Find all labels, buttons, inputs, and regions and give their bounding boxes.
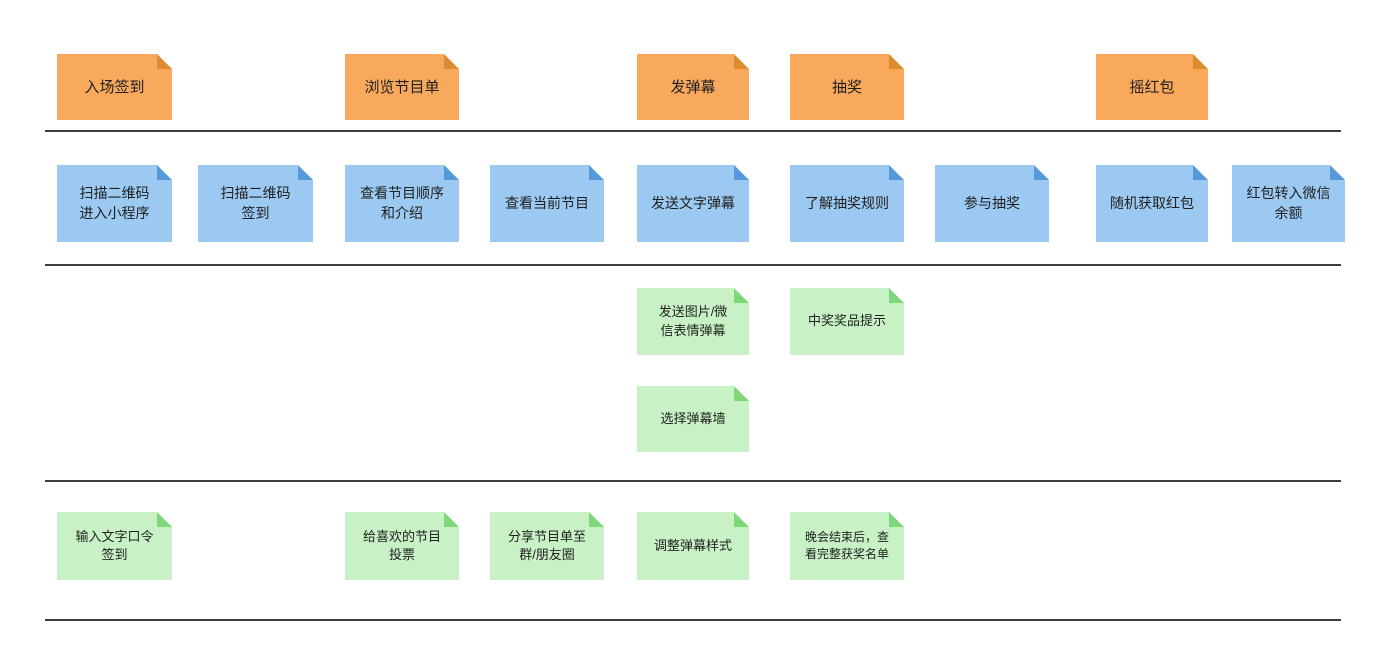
note-label: 红包转入微信 余额 [1246, 184, 1331, 221]
task-note-view-current-program[interactable]: 查看当前节目 [490, 165, 604, 242]
detail-note-adjust-danmaku-style[interactable]: 调整弹幕样式 [637, 512, 749, 580]
note-label: 发送文字弹幕 [651, 194, 735, 211]
note-label: 浏览节目单 [364, 78, 440, 96]
detail-note-share-program-list[interactable]: 分享节目单至 群/朋友圈 [490, 512, 604, 580]
note-label: 给喜欢的节目 投票 [362, 528, 441, 562]
note-label: 摇红包 [1129, 78, 1175, 96]
note-label: 查看当前节目 [505, 194, 589, 211]
note-label: 扫描二维码 进入小程序 [79, 184, 150, 221]
note-label: 分享节目单至 群/朋友圈 [507, 528, 586, 562]
note-label: 查看节目顺序 和介绍 [360, 184, 444, 221]
note-label: 选择弹幕墙 [660, 410, 726, 426]
note-label: 输入文字口令 签到 [75, 528, 154, 562]
task-note-red-packet-to-wechat-balance[interactable]: 红包转入微信 余额 [1232, 165, 1345, 242]
task-note-scan-qr-enter-miniprogram[interactable]: 扫描二维码 进入小程序 [57, 165, 172, 242]
detail-note-view-winner-list[interactable]: 晚会结束后，查 看完整获奖名单 [790, 512, 904, 580]
detail-note-vote-favorite-program[interactable]: 给喜欢的节目 投票 [345, 512, 459, 580]
note-label: 调整弹幕样式 [653, 537, 732, 553]
activity-note-checkin[interactable]: 入场签到 [57, 54, 172, 120]
note-label: 随机获取红包 [1110, 194, 1194, 211]
detail-note-prize-notification[interactable]: 中奖奖品提示 [790, 288, 904, 355]
note-label: 发弹幕 [670, 78, 716, 96]
activity-note-lottery[interactable]: 抽奖 [790, 54, 904, 120]
note-label: 了解抽奖规则 [805, 194, 889, 211]
detail-note-send-image-emoji-danmaku[interactable]: 发送图片/微 信表情弹幕 [637, 288, 749, 355]
note-label: 中奖奖品提示 [807, 313, 886, 329]
task-note-scan-qr-checkin[interactable]: 扫描二维码 签到 [198, 165, 313, 242]
note-label: 发送图片/微 信表情弹幕 [658, 304, 728, 338]
note-label: 入场签到 [84, 78, 145, 96]
detail-note-text-code-checkin[interactable]: 输入文字口令 签到 [57, 512, 172, 580]
divider-line-3 [45, 480, 1341, 482]
divider-line-2 [45, 264, 1341, 266]
activity-note-program-list[interactable]: 浏览节目单 [345, 54, 459, 120]
note-label: 参与抽奖 [964, 194, 1020, 211]
task-note-learn-lottery-rules[interactable]: 了解抽奖规则 [790, 165, 904, 242]
task-note-view-program-order[interactable]: 查看节目顺序 和介绍 [345, 165, 459, 242]
note-label: 抽奖 [831, 78, 862, 96]
activity-note-danmaku[interactable]: 发弹幕 [637, 54, 749, 120]
divider-line-4 [45, 619, 1341, 621]
divider-line-1 [45, 130, 1341, 132]
note-label: 扫描二维码 签到 [220, 184, 291, 221]
activity-note-red-packet[interactable]: 摇红包 [1096, 54, 1208, 120]
note-label: 晚会结束后，查 看完整获奖名单 [804, 530, 889, 561]
task-note-random-red-packet[interactable]: 随机获取红包 [1096, 165, 1208, 242]
task-note-send-text-danmaku[interactable]: 发送文字弹幕 [637, 165, 749, 242]
detail-note-choose-danmaku-wall[interactable]: 选择弹幕墙 [637, 386, 749, 452]
task-note-join-lottery[interactable]: 参与抽奖 [935, 165, 1049, 242]
